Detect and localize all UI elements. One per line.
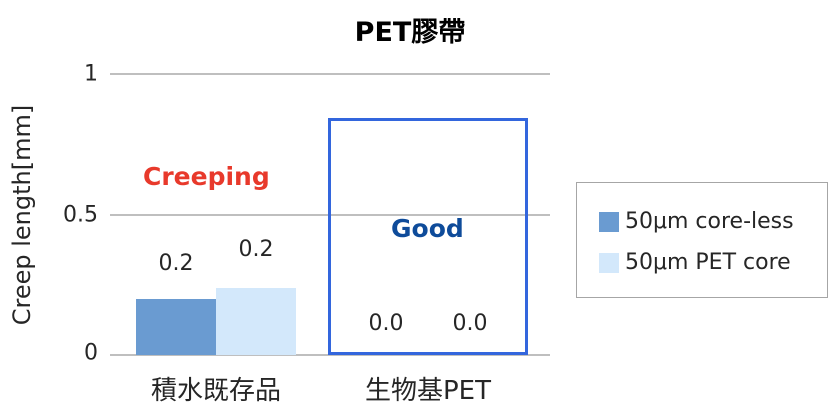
legend: 50μm core-less 50μm PET core (576, 182, 828, 298)
y-tick-0.5: 0.5 (63, 202, 98, 228)
y-tick-1: 1 (84, 61, 98, 87)
x-category-label: 生物基PET (365, 376, 491, 406)
chart-title: PET膠帶 (354, 17, 466, 48)
value-label: 0.2 (238, 237, 274, 262)
y-tick-0: 0 (84, 340, 98, 366)
bar-core-less-sekisui (136, 299, 216, 355)
value-label: 0.0 (368, 311, 404, 336)
y-axis-label: Creep length[mm] (8, 104, 36, 326)
legend-item: 50μm core-less (599, 209, 794, 234)
value-label: 0.2 (158, 251, 194, 276)
legend-swatch-icon (599, 211, 619, 232)
value-label: 0.0 (452, 311, 488, 336)
legend-label: 50μm PET core (625, 250, 791, 275)
legend-label: 50μm core-less (625, 209, 794, 234)
legend-item: 50μm PET core (599, 250, 791, 275)
x-category-label: 積水既存品 (150, 376, 281, 406)
highlight-box (328, 118, 528, 355)
gridline-1 (110, 73, 550, 75)
gridline-0 (110, 354, 550, 356)
bar-pet-core-sekisui (216, 288, 296, 355)
good-annotation: Good (391, 214, 464, 243)
legend-swatch-icon (599, 252, 619, 273)
creeping-annotation: Creeping (143, 162, 270, 191)
